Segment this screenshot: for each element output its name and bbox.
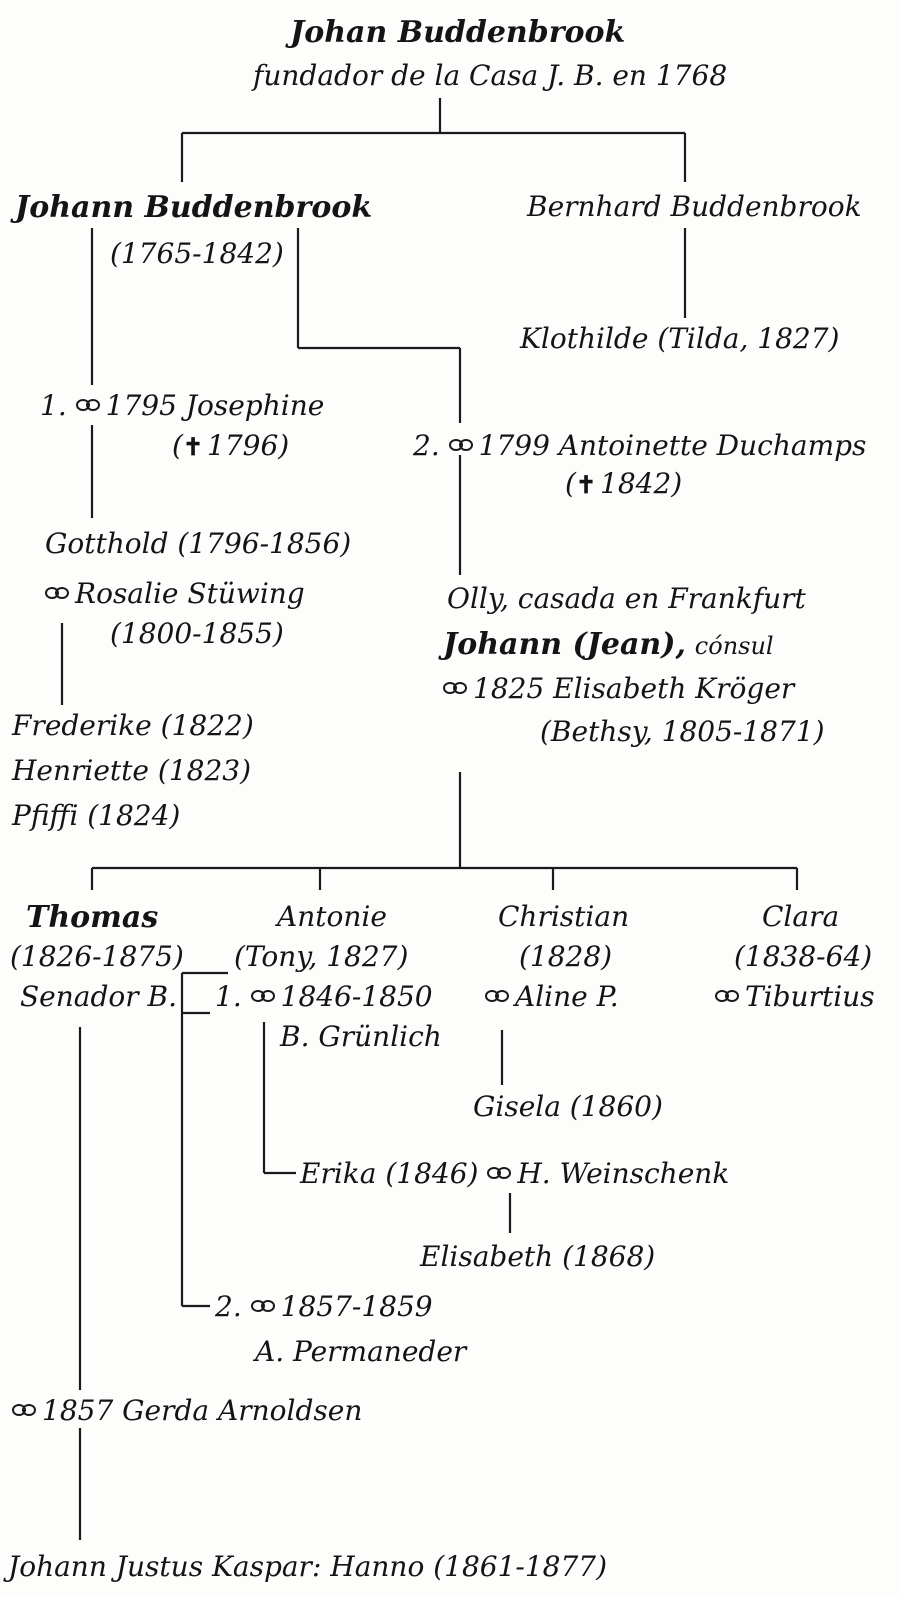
- root-subtitle: fundador de la Casa J. B. en 1768: [253, 59, 728, 92]
- olly: Olly, casada en Frankfurt: [447, 582, 806, 615]
- marriage-rings-icon: [250, 1300, 277, 1314]
- antonie-m2-name: A. Permaneder: [255, 1335, 467, 1368]
- marriage-1-death: (✝1796): [172, 429, 290, 462]
- johann-name: Johann Buddenbrook: [15, 190, 373, 225]
- marriage-1-prefix: 1.: [40, 389, 67, 422]
- antonie-name: Antonie: [277, 900, 387, 933]
- antonie-m1-years: 1846-1850: [280, 980, 433, 1013]
- antonie-m2-prefix: 2.: [215, 1290, 242, 1323]
- antonie-marriage-2: 2. 1857-1859: [215, 1293, 433, 1321]
- jean-title: cónsul: [694, 632, 774, 660]
- jean-name: Johann (Jean),: [443, 627, 686, 662]
- marriage-2-text: 1799 Antoinette Duchamps: [478, 429, 867, 462]
- klothilde: Klothilde (Tilda, 1827): [520, 322, 840, 355]
- marriage-rings-icon: [75, 399, 102, 413]
- marriage-2: 2. 1799 Antoinette Duchamps: [413, 432, 866, 460]
- elisabeth: Elisabeth (1868): [420, 1240, 656, 1273]
- thomas-dates: (1826-1875): [10, 940, 184, 973]
- gotthold-spouse-dates: (1800-1855): [110, 617, 284, 650]
- jean-spouse-dates: (Bethsy, 1805-1871): [540, 715, 825, 748]
- thomas-spouse: 1857 Gerda Arnoldsen: [12, 1397, 362, 1425]
- marriage-rings-icon: [715, 990, 741, 1004]
- erika-line: Erika (1846) H. Weinschenk: [300, 1160, 729, 1188]
- jean-line: Johann (Jean), cónsul: [443, 630, 774, 660]
- erika: Erika (1846): [300, 1157, 479, 1190]
- antonie-m1-prefix: 1.: [215, 980, 242, 1013]
- clara-name: Clara: [762, 900, 840, 933]
- hanno: Johann Justus Kaspar: Hanno (1861-1877): [8, 1550, 608, 1583]
- gotthold-child-1: Frederike (1822): [12, 709, 254, 742]
- bernhard-name: Bernhard Buddenbrook: [527, 190, 862, 223]
- gotthold-spouse-name: Rosalie Stüwing: [75, 577, 305, 610]
- marriage-rings-icon: [485, 990, 511, 1004]
- antonie-m1-name: B. Grünlich: [280, 1020, 442, 1053]
- marriage-rings-icon: [443, 682, 469, 696]
- marriage-1-text: 1795 Josephine: [105, 389, 325, 422]
- marriage-rings-icon: [250, 990, 277, 1004]
- antonie-marriage-1: 1. 1846-1850: [215, 983, 433, 1011]
- gotthold-spouse: Rosalie Stüwing: [45, 580, 305, 608]
- death-cross-icon: ✝: [575, 470, 597, 499]
- marriage-rings-icon: [448, 439, 475, 453]
- jean-spouse-name: 1825 Elisabeth Kröger: [473, 672, 795, 705]
- antonie-m2-years: 1857-1859: [280, 1290, 433, 1323]
- clara-spouse: Tiburtius: [715, 983, 875, 1011]
- christian-spouse-name: Aline P.: [515, 980, 619, 1013]
- marriage-rings-icon: [487, 1167, 513, 1181]
- marriage-2-death: (✝1842): [565, 467, 683, 500]
- gotthold-child-3: Pfiffi (1824): [12, 799, 181, 832]
- thomas-spouse-name: 1857 Gerda Arnoldsen: [42, 1394, 363, 1427]
- marriage-1-death-year: 1796): [207, 429, 290, 462]
- marriage-2-death-year: 1842): [600, 467, 683, 500]
- marriage-rings-icon: [12, 1404, 38, 1418]
- antonie-dates: (Tony, 1827): [234, 940, 409, 973]
- christian-name: Christian: [498, 900, 630, 933]
- marriage-2-prefix: 2.: [413, 429, 440, 462]
- gotthold-name: Gotthold (1796-1856): [45, 527, 352, 560]
- death-cross-icon: ✝: [182, 432, 204, 461]
- johann-dates: (1765-1842): [110, 237, 284, 270]
- marriage-rings-icon: [45, 587, 71, 601]
- thomas-name: Thomas: [26, 900, 159, 935]
- clara-dates: (1838-64): [734, 940, 873, 973]
- gisela: Gisela (1860): [473, 1090, 663, 1123]
- thomas-title: Senador B.: [20, 980, 178, 1013]
- marriage-1: 1. 1795 Josephine: [40, 392, 324, 420]
- jean-spouse: 1825 Elisabeth Kröger: [443, 675, 794, 703]
- erika-spouse: H. Weinschenk: [517, 1157, 730, 1190]
- clara-spouse-name: Tiburtius: [745, 980, 875, 1013]
- gotthold-child-2: Henriette (1823): [12, 754, 252, 787]
- root-name: Johan Buddenbrook: [290, 15, 626, 50]
- christian-spouse: Aline P.: [485, 983, 619, 1011]
- christian-dates: (1828): [519, 940, 613, 973]
